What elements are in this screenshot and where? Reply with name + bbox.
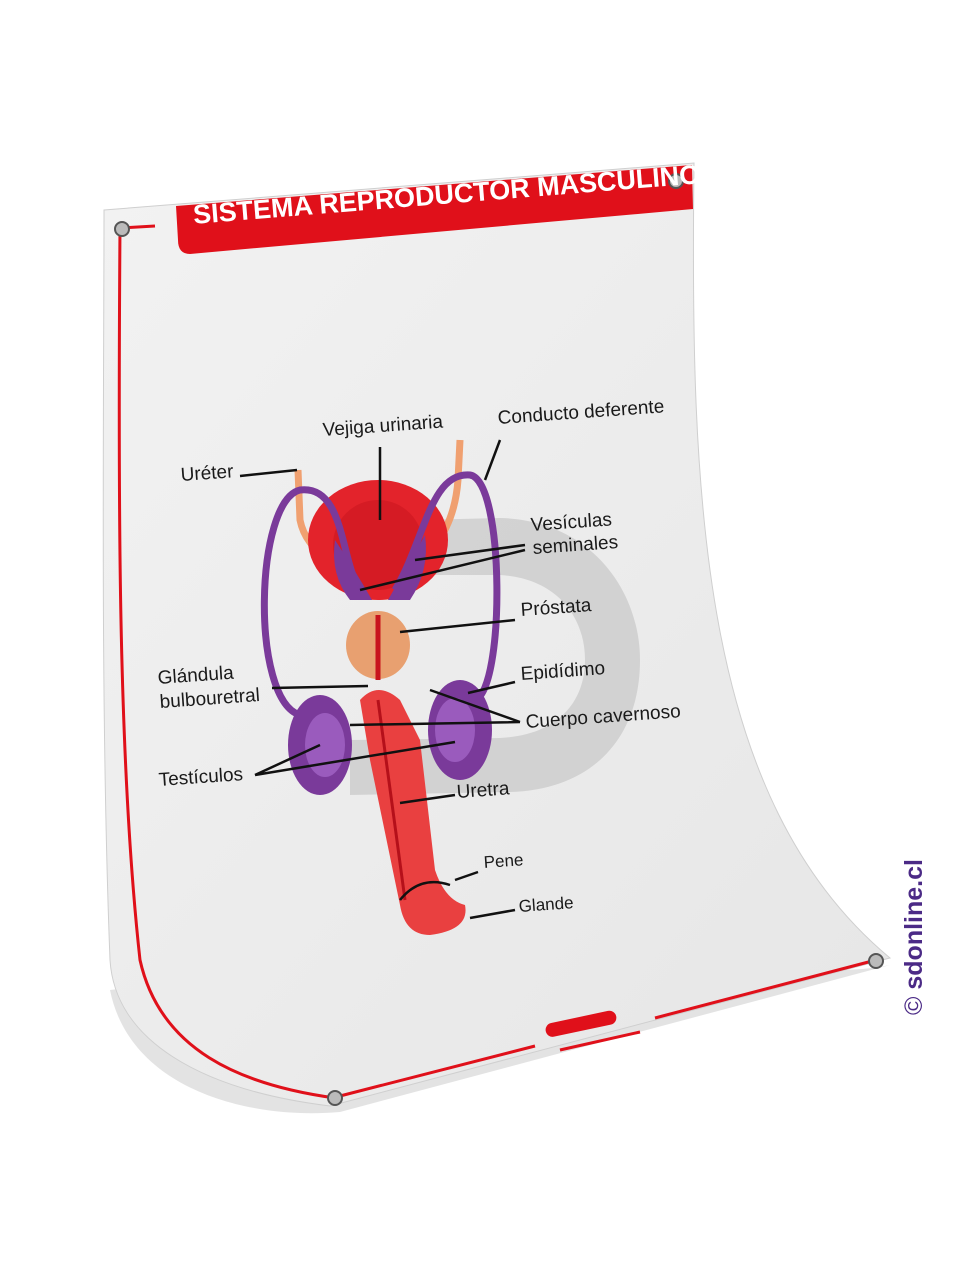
label-penis: Pene xyxy=(483,850,525,872)
poster-border-bottom xyxy=(339,958,877,1098)
title-banner xyxy=(176,165,693,254)
label-ureter: Uréter xyxy=(180,461,235,486)
label-glans: Glande xyxy=(518,893,575,916)
anatomy-diagram xyxy=(260,439,501,935)
label-urethra: Uretra xyxy=(456,778,511,803)
watermark-text: sdonline.cl xyxy=(900,859,928,990)
leader-lines xyxy=(239,439,526,920)
copyright-watermark: © sdonline.cl xyxy=(900,859,929,1015)
grommet-icons xyxy=(114,173,884,1106)
copyright-icon: © xyxy=(900,996,928,1015)
footer-logo xyxy=(545,1010,641,1052)
watermark-logo xyxy=(350,518,640,795)
